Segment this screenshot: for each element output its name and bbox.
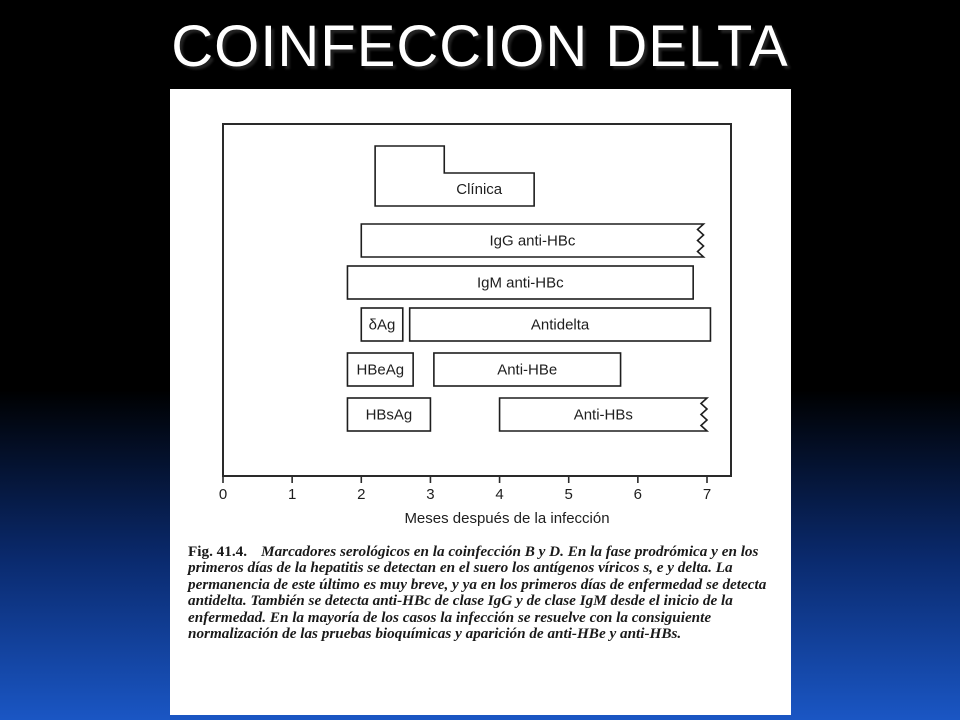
bar-anti-hbs-label: Anti-HBs [574, 407, 633, 424]
bar-igm-anti-hbc [346, 265, 694, 300]
x-tick-label-4: 4 [495, 486, 503, 503]
x-axis-title: Meses después de la infección [404, 510, 609, 527]
bar-anti-hbe [433, 352, 622, 387]
slide-title: COINFECCION DELTA [171, 14, 789, 79]
bar-igg-anti-hbc-label: IgG anti-HBc [489, 233, 575, 250]
bar-igg-anti-hbc [360, 223, 706, 258]
bar-hbeag-label: HBeAg [357, 362, 405, 379]
bar-hbeag [346, 352, 414, 387]
figure-caption: Fig. 41.4.Marcadores serológicos en la c… [188, 543, 774, 643]
x-tick-label-0: 0 [219, 486, 227, 503]
x-tick-label-3: 3 [426, 486, 434, 503]
bar-hbsag-label: HBsAg [366, 407, 413, 424]
x-tick-label-1: 1 [288, 486, 296, 503]
caption-label: Fig. 41.4. [188, 543, 248, 560]
bar-anti-hbs [498, 397, 710, 432]
bar-deltaag [360, 307, 404, 342]
x-tick-label-5: 5 [565, 486, 573, 503]
bar-igm-anti-hbc-label: IgM anti-HBc [477, 275, 564, 292]
x-tick-label-2: 2 [357, 486, 365, 503]
x-tick-label-6: 6 [634, 486, 642, 503]
bar-deltaag-label: δAg [369, 317, 396, 334]
bar-clinica-label: Clínica [456, 181, 503, 198]
bar-anti-hbe-label: Anti-HBe [497, 362, 557, 379]
bar-clinica [374, 145, 535, 207]
bar-antidelta-label: Antidelta [531, 317, 590, 334]
caption-text: Marcadores serológicos en la coinfección… [188, 543, 767, 643]
x-axis: 0 1 2 3 4 5 6 7 [219, 475, 731, 503]
bar-antidelta [408, 307, 712, 342]
x-tick-label-7: 7 [703, 486, 711, 503]
bar-hbsag [346, 397, 432, 432]
